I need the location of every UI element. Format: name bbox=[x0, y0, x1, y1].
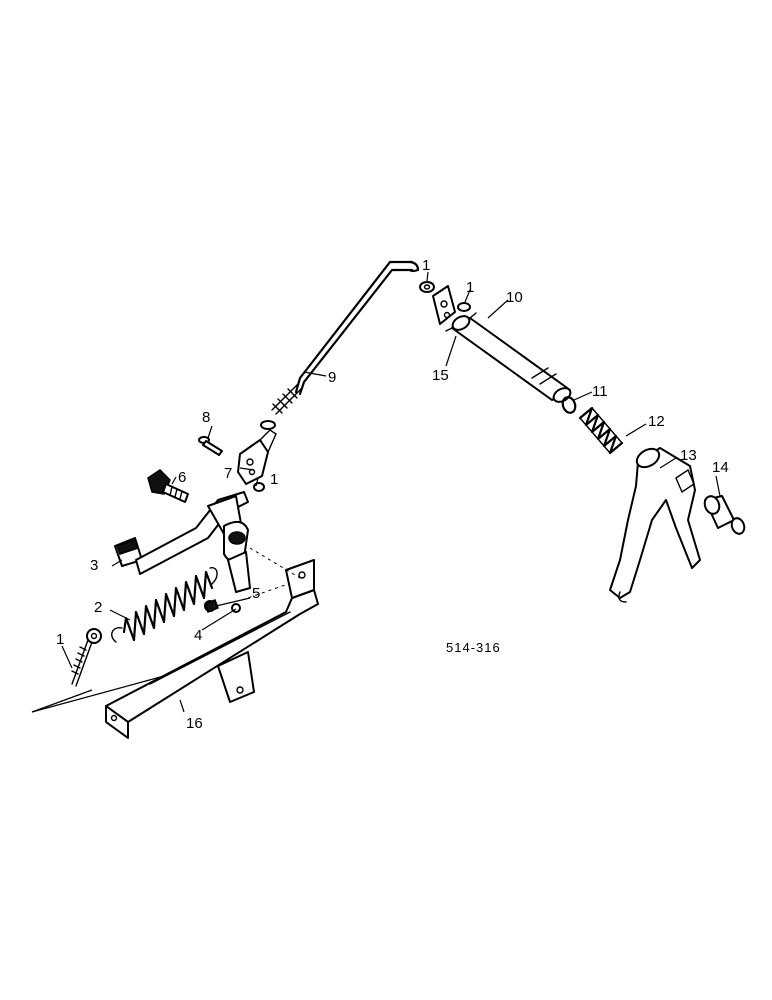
washer-pin-top bbox=[457, 302, 471, 312]
leader-lines bbox=[31, 271, 721, 713]
callout-14: 14 bbox=[712, 459, 729, 476]
shift-rod bbox=[271, 260, 420, 415]
shift-fork bbox=[609, 447, 701, 603]
callout-10: 10 bbox=[506, 289, 523, 306]
tension-spring bbox=[111, 567, 218, 643]
reference-code: 514-316 bbox=[446, 640, 501, 655]
lever-pin bbox=[204, 599, 241, 613]
assembly-lines bbox=[241, 547, 301, 601]
clevis bbox=[237, 420, 277, 485]
callout-1-eyebolt: 1 bbox=[56, 631, 64, 648]
callout-11: 11 bbox=[592, 383, 608, 400]
callout-3: 3 bbox=[90, 557, 98, 574]
callout-1-rod-top: 1 bbox=[422, 257, 430, 274]
callout-8: 8 bbox=[202, 409, 210, 426]
callout-9: 9 bbox=[328, 369, 336, 386]
washer-clevis bbox=[253, 482, 265, 492]
eye-bolt bbox=[71, 628, 102, 687]
base-frame bbox=[105, 559, 319, 739]
shaft-bracket bbox=[432, 285, 456, 325]
clutch-lever bbox=[114, 491, 251, 593]
callout-7: 7 bbox=[224, 465, 232, 482]
clevis-pin bbox=[198, 436, 223, 456]
shift-shaft bbox=[445, 312, 572, 403]
callout-6: 6 bbox=[178, 469, 186, 486]
washer-rod-top bbox=[419, 281, 435, 293]
callout-16: 16 bbox=[186, 715, 203, 732]
fork-sleeve bbox=[703, 495, 746, 535]
callout-4: 4 bbox=[194, 627, 202, 644]
callout-5: 5 bbox=[252, 585, 260, 602]
callout-1-clevis: 1 bbox=[270, 471, 278, 488]
shoulder-bolt bbox=[147, 469, 189, 503]
compression-spring bbox=[578, 406, 624, 455]
callout-1-pin-top: 1 bbox=[466, 279, 474, 296]
callout-labels: 1 1 10 15 9 11 12 13 14 8 7 1 6 3 2 5 4 … bbox=[56, 257, 729, 732]
callout-15: 15 bbox=[432, 367, 449, 384]
callout-13: 13 bbox=[680, 447, 697, 464]
callout-12: 12 bbox=[648, 413, 665, 430]
o-ring bbox=[561, 396, 577, 414]
callout-2: 2 bbox=[94, 599, 102, 616]
